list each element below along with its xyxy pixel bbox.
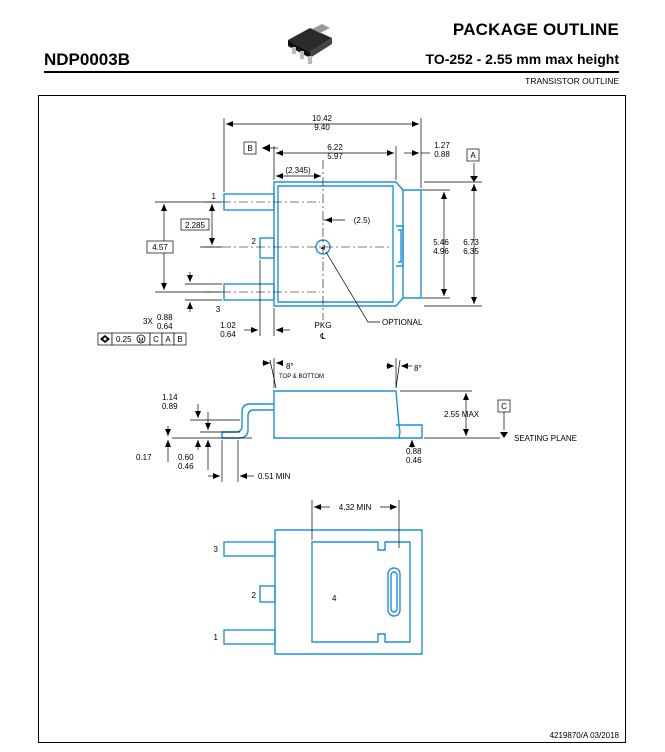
datum-a-label: A [470, 151, 476, 160]
pkg-label: PKG [315, 321, 332, 330]
bottom-pin-3: 3 [214, 545, 219, 554]
bottom-tab-pin: 4 [332, 594, 337, 603]
drawing-frame [38, 95, 626, 743]
document-number: 4219870/A 03/2018 [549, 731, 619, 740]
side-body-outline [273, 390, 401, 439]
seating-plane-label: SEATING PLANE [514, 434, 577, 443]
bottom-pin-1: 1 [214, 633, 219, 642]
package-description: TO-252 - 2.55 mm max height [425, 51, 619, 67]
dim-body-width-min: 4.96 [433, 247, 449, 256]
side-lead-outline [221, 403, 274, 439]
part-number: NDP0003B [44, 50, 130, 69]
datum-b-box [243, 141, 257, 155]
dim-max-height: 2.55 MAX [444, 410, 480, 419]
draft-note: TOP & BOTTOM [279, 374, 324, 380]
dim-ref-2345: (2.345) [285, 166, 311, 175]
dim-lead-thk-min: 0.46 [178, 462, 194, 471]
draft-angle-left: 8° [286, 362, 294, 371]
pkg-centerline-symbol: ℄ [319, 332, 326, 341]
side-view: 8° TOP & BOTTOM 8° 1.14 0.89 2.55 MAX SE… [136, 358, 577, 482]
fcf-tolerance: 0.25 [116, 335, 132, 344]
dim-span-box [146, 240, 174, 254]
bottom-view: 4.32 MIN 4 3 2 1 [214, 500, 423, 655]
dim-tab-thk-max: 0.88 [406, 447, 422, 456]
header-rule [44, 71, 619, 73]
dim-ref-25: (2.5) [354, 216, 371, 225]
dim-tab-length-max: 1.27 [434, 141, 450, 150]
top-pin-3: 3 [216, 305, 221, 314]
optional-symbol: ◂I [320, 245, 326, 252]
bottom-pin-2: 2 [252, 591, 257, 600]
feature-control-frame: M 0.25 C A B [97, 332, 187, 346]
dim-lead-length-max: 1.02 [220, 321, 236, 330]
lead-2-outline [259, 237, 275, 259]
dim-overall-width-min: 6.35 [463, 247, 479, 256]
fcf-datum-3: B [177, 335, 182, 344]
dim-pad-min: 4.32 MIN [339, 503, 372, 512]
dim-span: 4.57 [152, 243, 168, 252]
draft-angle-right: 8° [414, 364, 422, 373]
dim-tab-thk-min: 0.46 [406, 456, 422, 465]
top-pin-1: 1 [212, 192, 217, 201]
lead-width-prefix: 3X [143, 317, 153, 326]
dim-lead-height-max: 1.14 [162, 393, 178, 402]
dim-lead-length-min: 0.64 [220, 330, 236, 339]
fcf-datum-2: A [165, 335, 171, 344]
package-thumbnail [288, 24, 332, 64]
dim-overall-width-max: 6.73 [463, 238, 479, 247]
dim-lead-height-min: 0.89 [162, 402, 178, 411]
optional-label: OPTIONAL [382, 318, 423, 327]
dim-pitch-box [180, 218, 210, 231]
datum-a-box [466, 148, 480, 162]
dim-standoff: 0.17 [136, 453, 152, 462]
lead-1-outline [223, 193, 275, 211]
dim-body-length-max: 6.22 [327, 143, 343, 152]
lead-3-outline [223, 283, 275, 301]
dim-lead-width-min: 0.64 [157, 322, 173, 331]
bottom-body-outline [274, 529, 423, 655]
bottom-lead-2 [259, 585, 276, 603]
bottom-lead-1 [223, 629, 276, 645]
datum-b-label: B [247, 144, 252, 153]
dim-overall-length-min: 9.40 [314, 123, 330, 132]
top-body-outline [273, 181, 422, 307]
page-subtitle: TRANSISTOR OUTLINE [525, 76, 619, 86]
datum-c-label: C [501, 402, 507, 411]
page-title: PACKAGE OUTLINE [452, 20, 619, 39]
dim-tab-length-min: 0.88 [434, 150, 450, 159]
dim-lead-width-max: 0.88 [157, 313, 173, 322]
dim-body-width-max: 5.46 [433, 238, 449, 247]
dim-overall-length-max: 10.42 [312, 114, 333, 123]
bottom-lead-3 [223, 541, 276, 557]
datum-c-box [497, 399, 511, 413]
dim-pitch: 2.285 [185, 221, 206, 230]
fcf-datum-1: C [153, 335, 159, 344]
dim-body-length-min: 5.97 [327, 152, 343, 161]
dim-foot-min: 0.51 MIN [258, 472, 291, 481]
svg-text:M: M [139, 338, 144, 344]
dim-lead-thk-max: 0.60 [178, 453, 194, 462]
top-view: 1 2 3 ◂I [97, 114, 482, 346]
top-pin-2: 2 [252, 237, 257, 246]
